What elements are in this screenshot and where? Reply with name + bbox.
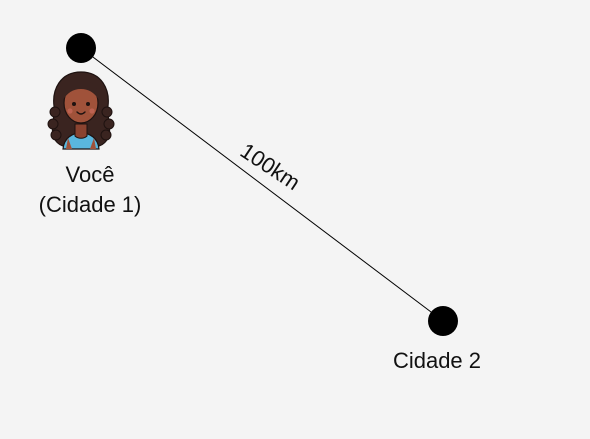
point-city2-label: Cidade 2 — [392, 348, 482, 373]
distance-line — [80, 47, 444, 322]
point-city2 — [428, 306, 458, 336]
person-avatar-icon — [47, 71, 115, 150]
point-you-label: Você (Cidade 1) — [20, 160, 160, 220]
point-you-name: Você — [65, 162, 115, 187]
point-you-city: (Cidade 1) — [38, 192, 142, 217]
point-you — [66, 33, 96, 63]
